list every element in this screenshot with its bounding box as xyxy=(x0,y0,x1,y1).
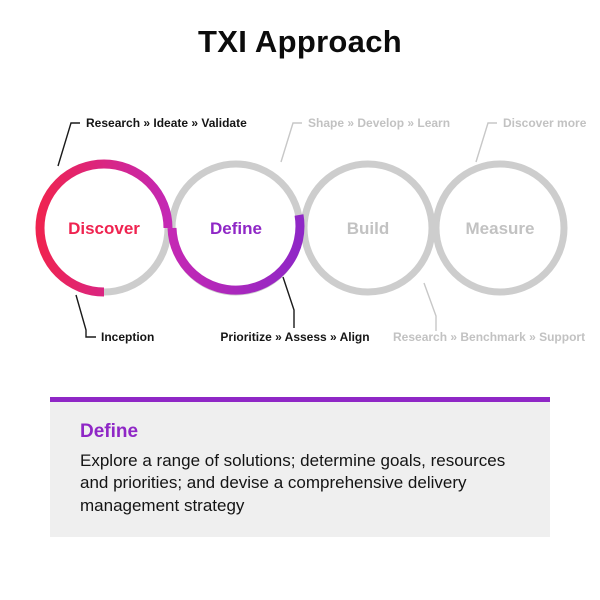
leader-line-define-bottom xyxy=(282,276,295,328)
annotation-discover-more: Discover more xyxy=(503,116,587,130)
stage-label-define: Define xyxy=(210,219,262,238)
info-card: Define Explore a range of solutions; det… xyxy=(50,397,550,537)
process-diagram: Discover Define Build Measure Research »… xyxy=(35,116,587,344)
leader-line-build-top xyxy=(280,122,302,163)
stage-label-discover: Discover xyxy=(68,219,140,238)
annotation-research-ideate-validate: Research » Ideate » Validate xyxy=(86,116,247,130)
leader-line-measure-top xyxy=(475,122,497,163)
annotation-prioritize-assess-align: Prioritize » Assess » Align xyxy=(220,330,369,344)
annotation-shape-develop-learn: Shape » Develop » Learn xyxy=(308,116,450,130)
define-arc xyxy=(167,214,305,295)
annotation-research-benchmark-support: Research » Benchmark » Support xyxy=(393,330,585,344)
card-heading: Define xyxy=(80,421,139,442)
page-title: TXI Approach xyxy=(198,24,402,59)
discover-arc xyxy=(35,159,173,297)
leader-line-discover-top xyxy=(57,122,80,167)
stage-label-build: Build xyxy=(347,219,390,238)
card-body: Explore a range of solutions; determine … xyxy=(80,451,506,515)
stage-circle-measure xyxy=(432,160,568,296)
leader-line-build-bottom xyxy=(423,282,437,331)
stage-label-measure: Measure xyxy=(466,219,535,238)
annotation-inception: Inception xyxy=(101,330,154,344)
leader-line-discover-bottom xyxy=(75,294,96,338)
